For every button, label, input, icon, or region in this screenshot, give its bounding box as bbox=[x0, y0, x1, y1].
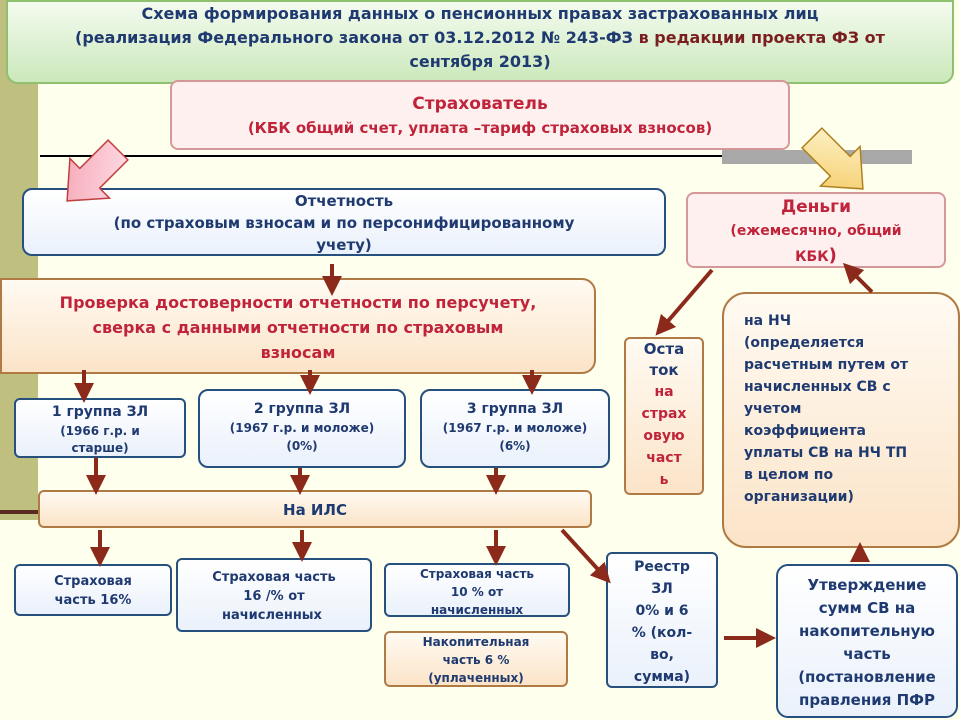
part-1-l2: часть 16% bbox=[54, 593, 132, 608]
group-3-l2: (1967 г.р. и моложе) bbox=[442, 421, 588, 435]
strakhovatel-subtitle: (КБК общий счет, уплата –тариф страховых… bbox=[247, 119, 713, 137]
nch-line-6: уплаты СВ на НЧ ТП bbox=[744, 445, 908, 461]
otchetnost-line-3: учету) bbox=[316, 236, 372, 254]
part-4-l3: (уплаченных) bbox=[428, 671, 524, 685]
strakhovatel-title: Страхователь bbox=[412, 94, 548, 114]
ostatok-l6: част bbox=[646, 450, 682, 466]
group-2-l2: (1967 г.р. и моложе) bbox=[229, 421, 375, 435]
dengi-line-3: КБК) bbox=[795, 245, 837, 266]
nch-line-1: (определяется bbox=[744, 335, 865, 351]
reestr-l1: ЗЛ bbox=[651, 581, 673, 597]
group-1-box: 1 группа ЗЛ (1966 г.р. и старше) bbox=[14, 398, 186, 458]
proverka-line-2: сверка с данными отчетности по страховым bbox=[92, 318, 504, 337]
reestr-l4: во, bbox=[650, 647, 674, 663]
part-3-l1: Страховая часть bbox=[420, 567, 534, 581]
ostatok-l1: Оста bbox=[643, 340, 685, 358]
ostatok-l2: ток bbox=[649, 361, 679, 379]
part-4-l1: Накопительная bbox=[422, 635, 530, 649]
part-4-l2: часть 6 % bbox=[442, 653, 510, 667]
reestr-l3: % (кол- bbox=[631, 625, 693, 641]
part-3-box: Страховая часть 10 % от начисленных bbox=[384, 563, 570, 617]
nch-line-4: учетом bbox=[744, 401, 802, 417]
utv-l1: сумм СВ на bbox=[818, 599, 916, 617]
utv-l3: часть bbox=[843, 645, 891, 663]
group-1-l3: старше) bbox=[71, 441, 129, 455]
group-2-l3: (0%) bbox=[286, 439, 318, 453]
utv-l0: Утверждение bbox=[807, 576, 927, 594]
part-1-l1: Страховая bbox=[54, 574, 132, 589]
group-2-title: 2 группа ЗЛ bbox=[253, 401, 351, 417]
proverka-line-1: Проверка достоверности отчетности по пер… bbox=[59, 293, 537, 312]
group-1-l2: (1966 г.р. и bbox=[60, 424, 140, 438]
reestr-l5: сумма) bbox=[633, 669, 691, 685]
title-line-1: Схема формирования данных о пенсионных п… bbox=[141, 4, 819, 23]
arrow-nch-dengi bbox=[842, 262, 874, 294]
ils-label: На ИЛС bbox=[283, 501, 347, 519]
title-line-2: (реализация Федерального закона от 03.12… bbox=[75, 28, 885, 47]
divider-line-left bbox=[40, 155, 910, 157]
diagram-title: Схема формирования данных о пенсионных п… bbox=[6, 0, 954, 84]
nch-line-2: расчетным путем от bbox=[744, 357, 909, 373]
arrow-ils-reestr bbox=[560, 528, 611, 584]
otchetnost-box: Отчетность (по страховым взносам и по пе… bbox=[22, 188, 666, 256]
utv-l2: накопительную bbox=[799, 622, 935, 640]
otchetnost-line-1: Отчетность bbox=[294, 192, 394, 210]
part-2-l1: Страховая часть bbox=[212, 570, 336, 585]
group-3-box: 3 группа ЗЛ (1967 г.р. и моложе) (6%) bbox=[420, 389, 610, 468]
reestr-box: Реестр ЗЛ 0% и 6 % (кол- во, сумма) bbox=[606, 552, 718, 688]
otchetnost-line-2: (по страховым взносам и по персонифициро… bbox=[113, 214, 575, 232]
nch-line-8: организации) bbox=[744, 489, 854, 505]
divider-line-2 bbox=[0, 510, 40, 514]
nch-line-5: коэффициента bbox=[744, 423, 866, 439]
reestr-l0: Реестр bbox=[634, 559, 690, 575]
ostatok-l5: овую bbox=[643, 428, 685, 444]
nch-line-7: в целом по bbox=[744, 467, 834, 483]
part-2-box: Страховая часть 16 /% от начисленных bbox=[176, 558, 372, 632]
dengi-line-2: (ежемесячно, общий bbox=[730, 223, 902, 239]
utv-l4: (постановление bbox=[798, 668, 936, 686]
group-2-box: 2 группа ЗЛ (1967 г.р. и моложе) (0%) bbox=[198, 389, 406, 468]
part-3-l2: 10 % от bbox=[450, 585, 504, 599]
title-line-3: сентября 2013) bbox=[409, 52, 551, 71]
big-arrow-left bbox=[66, 139, 129, 202]
group-3-title: 3 группа ЗЛ bbox=[466, 401, 564, 417]
utv-l5: правления ПФР bbox=[798, 691, 936, 709]
nch-line-3: начисленных СВ с bbox=[744, 379, 891, 395]
proverka-box: Проверка достоверности отчетности по пер… bbox=[0, 278, 596, 374]
part-4-box: Накопительная часть 6 % (уплаченных) bbox=[384, 631, 568, 687]
strakhovatel-box: Страхователь (КБК общий счет, уплата –та… bbox=[170, 80, 790, 150]
reestr-l2: 0% и 6 bbox=[635, 603, 689, 619]
proverka-line-3: взносам bbox=[260, 343, 336, 362]
ils-box: На ИЛС bbox=[38, 490, 592, 528]
ostatok-l4: страх bbox=[641, 406, 687, 422]
dengi-box: Деньги (ежемесячно, общий КБК) bbox=[686, 192, 946, 268]
group-1-title: 1 группа ЗЛ bbox=[51, 404, 149, 420]
arrow-dengi-ostatok bbox=[655, 268, 714, 336]
part-2-l2: 16 /% от bbox=[243, 589, 305, 604]
ostatok-l3: на bbox=[654, 384, 674, 400]
ostatok-l7: ь bbox=[659, 472, 669, 488]
ostatok-box: Оста ток на страх овую част ь bbox=[624, 337, 704, 495]
nch-line-0: на НЧ bbox=[744, 313, 792, 329]
big-arrow-right bbox=[801, 127, 864, 190]
part-3-l3: начисленных bbox=[430, 603, 524, 617]
part-2-l3: начисленных bbox=[222, 608, 322, 623]
dengi-title: Деньги bbox=[781, 197, 851, 217]
nch-box: на НЧ (определяется расчетным путем от н… bbox=[722, 292, 960, 548]
utverzhdenie-box: Утверждение сумм СВ на накопительную час… bbox=[776, 564, 958, 718]
group-3-l3: (6%) bbox=[499, 439, 531, 453]
